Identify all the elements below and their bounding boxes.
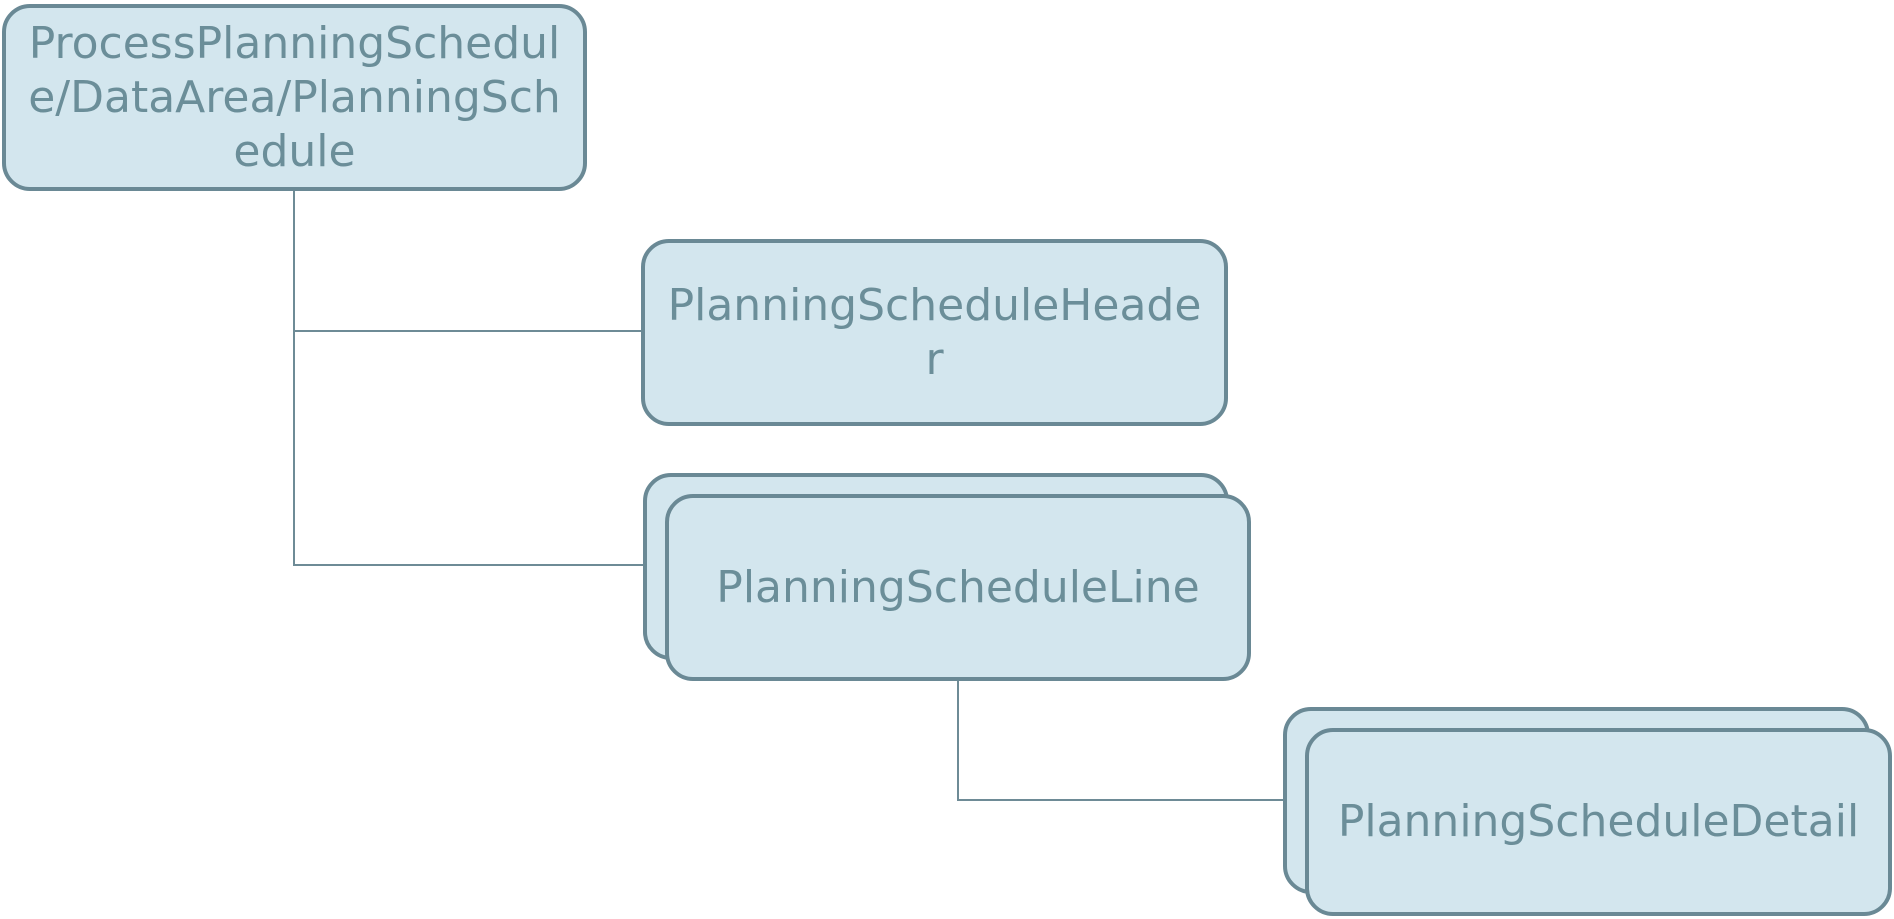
connector-line-vertical (957, 681, 959, 801)
connector-root-to-line (293, 564, 644, 566)
header-node-label: PlanningScheduleHeader (667, 279, 1202, 385)
header-node: PlanningScheduleHeader (641, 239, 1228, 426)
detail-node: PlanningScheduleDetail (1305, 728, 1892, 916)
root-node-label: ProcessPlanningSchedule/DataArea/Plannin… (28, 17, 561, 177)
connector-root-to-header (293, 330, 642, 332)
root-node: ProcessPlanningSchedule/DataArea/Plannin… (2, 4, 587, 191)
detail-node-label: PlanningScheduleDetail (1337, 796, 1860, 847)
line-node: PlanningScheduleLine (665, 494, 1251, 681)
connector-root-vertical (293, 191, 295, 566)
line-node-label: PlanningScheduleLine (716, 561, 1200, 613)
connector-line-to-detail (957, 799, 1284, 801)
